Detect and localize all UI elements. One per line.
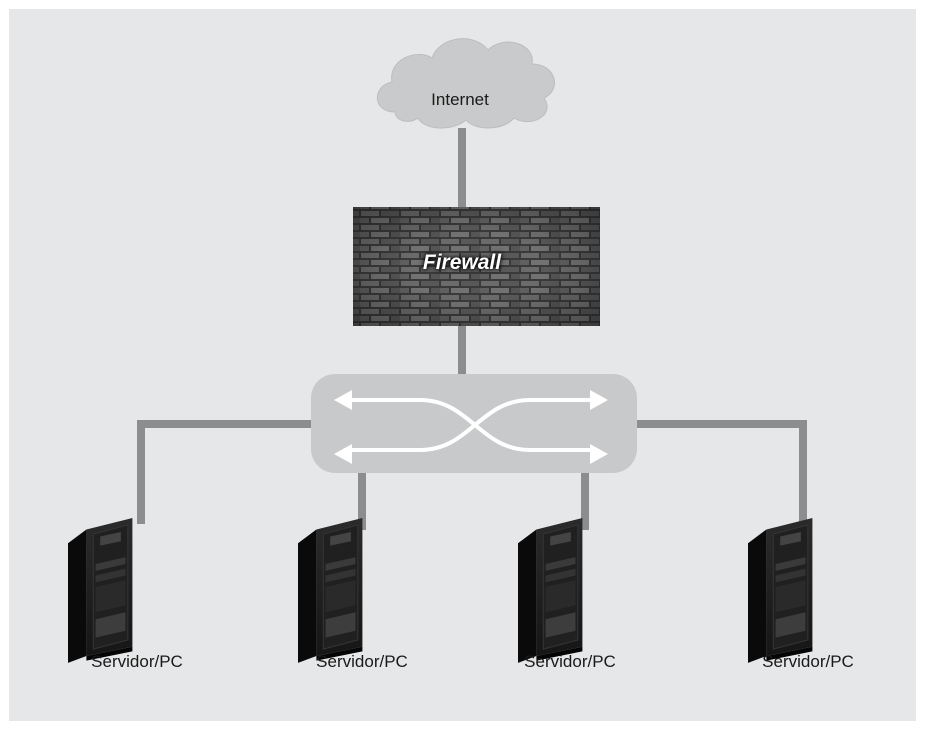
network-switch-icon (311, 374, 637, 473)
server-label: Servidor/PC (524, 652, 616, 671)
server-4-icon (747, 517, 813, 664)
connector-lines (137, 128, 807, 530)
link-switch-server-1 (137, 420, 312, 524)
internet-label: Internet (431, 90, 489, 109)
server-3-icon (517, 517, 583, 664)
firewall-wall-icon (353, 207, 600, 326)
server-label: Servidor/PC (762, 652, 854, 671)
server-label: Servidor/PC (91, 652, 183, 671)
link-switch-server-4 (636, 420, 807, 524)
internet-cloud-icon (376, 38, 555, 129)
server-2-icon (297, 517, 363, 664)
server-label: Servidor/PC (316, 652, 408, 671)
firewall-label: Firewall (422, 251, 502, 274)
server-1-icon (67, 517, 133, 664)
